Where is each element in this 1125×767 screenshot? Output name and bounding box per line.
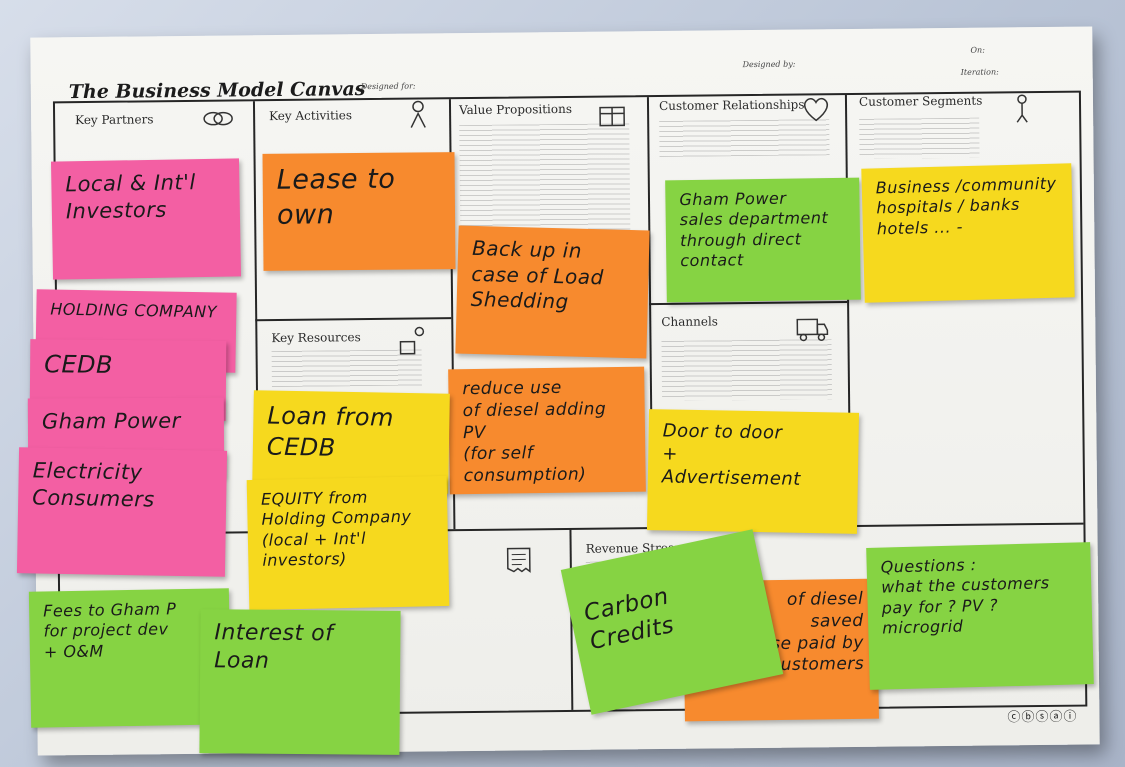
channels-fine-print: [661, 339, 833, 401]
key-activities-label: Key Activities: [269, 108, 353, 124]
person-icon: [410, 100, 426, 128]
canvas-poster: The Business Model Canvas Designed for: …: [30, 26, 1100, 756]
customer-segments-label: Customer Segments: [858, 93, 983, 109]
sticky-note-interest: Interest of Loan: [199, 609, 401, 755]
canvas-grid: Key Partners Key Activities Value Propos…: [52, 90, 1088, 718]
customer-segments-fine-print: [859, 117, 980, 159]
person-standing-icon: [1016, 94, 1028, 123]
sticky-note-lease-to-own: Lease to own: [262, 152, 456, 271]
divider: [255, 317, 452, 322]
key-partners-label: Key Partners: [75, 112, 154, 128]
on-label: On:: [970, 45, 985, 55]
channels-label: Channels: [661, 314, 718, 329]
sticky-note-electricity-consumers: Electricity Consumers: [16, 447, 228, 577]
receipt-icon: [506, 547, 531, 573]
sticky-note-reduce-diesel: reduce use of diesel adding PV (for self…: [448, 366, 646, 495]
chain-link-icon: [203, 111, 233, 126]
sticky-note-local-investors: Local & Int'l Investors: [50, 158, 242, 280]
heart-icon: [804, 97, 829, 122]
truck-icon: [796, 318, 829, 342]
sticky-note-back-up: Back up in case of Load Shedding: [455, 225, 650, 359]
iteration-label: Iteration:: [960, 67, 999, 77]
sticky-note-questions: Questions : what the customers pay for ?…: [866, 542, 1094, 690]
customer-relationships-fine-print: [659, 119, 830, 157]
key-resources-label: Key Resources: [271, 330, 361, 346]
sticky-note-door-to-door: Door to door + Advertisement: [646, 409, 860, 534]
sticky-note-gham-sales: Gham Power sales department through dire…: [665, 177, 861, 303]
designed-by-label: Designed by:: [742, 59, 796, 70]
designed-for-label: Designed for:: [360, 81, 416, 92]
customer-relationships-label: Customer Relationships: [658, 97, 805, 113]
creative-commons-icons: ⓒⓑⓢⓐⓘ: [1007, 709, 1078, 726]
value-propositions-label: Value Propositions: [458, 101, 573, 118]
sticky-note-business-segments: Business /community hospitals / banks ho…: [861, 163, 1075, 303]
gift-icon: [599, 106, 625, 127]
sticky-note-equity: EQUITY from Holding Company (local + Int…: [246, 475, 450, 611]
worker-icon: [399, 326, 425, 355]
